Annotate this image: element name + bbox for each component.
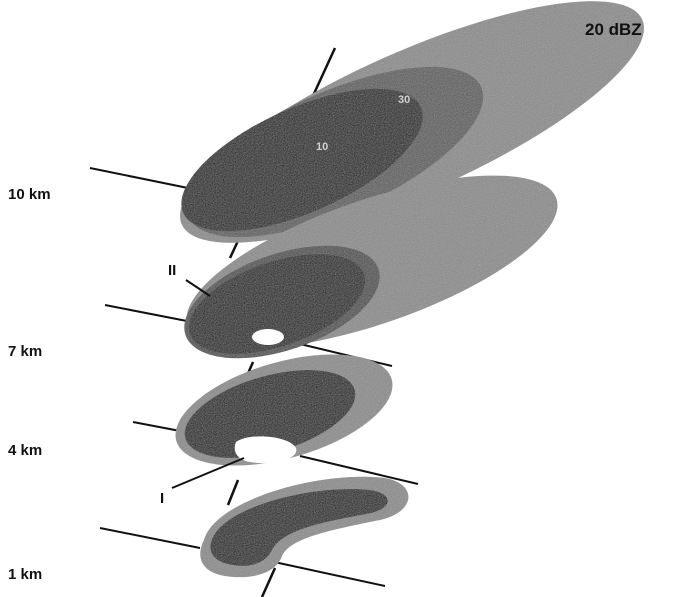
ref-line-7km-left xyxy=(105,305,192,322)
level-4km xyxy=(163,333,405,487)
level-1km xyxy=(200,477,408,577)
mid-echo-label: 30 xyxy=(398,94,410,106)
axis-segment-4km-below xyxy=(228,480,238,505)
ref-line-1km-right xyxy=(265,560,385,586)
altitude-label-7km: 7 km xyxy=(8,343,42,360)
altitude-label-1km: 1 km xyxy=(8,566,42,583)
ref-line-10km xyxy=(90,168,188,188)
core-echo-1km xyxy=(211,489,388,566)
altitude-label-4km: 4 km xyxy=(8,442,42,459)
outer-echo-label: 20 dBZ xyxy=(585,20,642,40)
core-echo-label: 10 xyxy=(316,141,328,153)
altitude-label-10km: 10 km xyxy=(8,186,51,203)
vault-marker-II: II xyxy=(168,262,176,279)
ref-line-1km-left xyxy=(100,528,200,548)
vault-marker-I: I xyxy=(160,490,164,507)
weak-echo-vault-7km xyxy=(252,329,284,345)
